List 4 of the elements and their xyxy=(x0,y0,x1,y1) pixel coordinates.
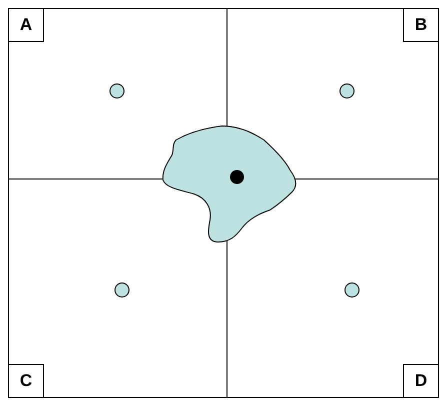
corner-label: D xyxy=(403,364,439,398)
corner-label: B xyxy=(403,8,439,42)
corner-label: C xyxy=(8,364,44,398)
corner-label: A xyxy=(8,8,44,42)
